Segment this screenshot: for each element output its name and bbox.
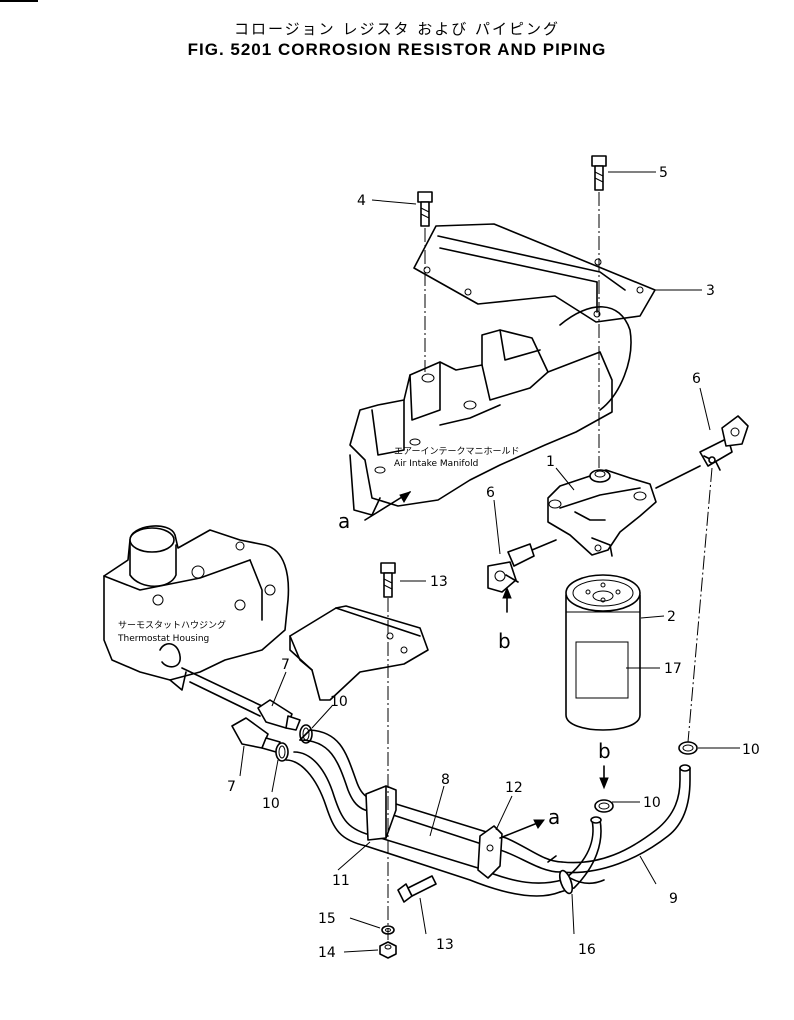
bolt-4 [417,191,433,227]
part-number-4: 4 [357,193,366,209]
hose-clamp-lower-left [275,742,289,762]
connector-lower [231,717,281,753]
part-number-6-right: 6 [692,371,701,387]
part-number-6-left: 6 [486,485,495,501]
thermostat-label-en: Thermostat Housing [117,634,209,644]
part-number-5: 5 [659,165,668,181]
part-number-13-top: 13 [430,574,448,590]
corrosion-resistor-bracket [413,223,656,323]
hose-holder [365,785,397,841]
filter-cartridge [565,574,641,731]
part-number-9: 9 [669,891,678,907]
bolt-13-upper [380,562,396,598]
hose-clamp-middle [594,799,614,813]
hose-clamp-16 [558,869,574,895]
part-number-13-bottom: 13 [436,937,454,953]
part-number-10-c: 10 [742,742,760,758]
part-number-10-b: 10 [262,796,280,812]
bolt-13-lower [397,875,437,903]
part-number-17: 17 [664,661,682,677]
fitting-left [487,539,557,613]
ref-letter-b-hose: b [598,739,611,763]
leader-lines [239,171,740,953]
bracket-12 [477,819,545,879]
assembly-centerlines [387,192,713,940]
air-intake-manifold [349,306,632,521]
part-number-7-lower: 7 [227,779,236,795]
part-number-7-upper: 7 [281,657,290,673]
part-number-14: 14 [318,945,336,961]
part-number-1: 1 [546,454,555,470]
corrosion-resistor-head [547,469,657,557]
fitting-right [655,415,749,489]
ref-letter-a-bracket: a [548,805,560,829]
part-number-3: 3 [706,283,715,299]
hose-bracket-upper [289,605,429,701]
filter-outlet-hose [547,765,609,893]
coolant-hose-8 [299,729,563,873]
thermostat-label-jp: サーモスタットハウジング [118,619,226,631]
ref-letter-a-manifold: a [338,509,350,533]
title-japanese: コロージョン レジスタ および パイピング [233,20,560,38]
part-number-12: 12 [505,780,523,796]
part-number-10-a: 10 [330,694,348,710]
title-english: FIG. 5201 CORROSION RESISTOR AND PIPING [187,40,607,59]
part-number-11: 11 [332,873,350,889]
ref-letter-b-fitting: b [498,629,511,653]
connector-upper [181,667,301,731]
part-number-8: 8 [441,772,450,788]
hose-clamp-right [678,741,698,755]
manifold-label-en: Air Intake Manifold [394,459,478,469]
coolant-hose-11 [285,751,563,897]
part-number-16: 16 [578,942,596,958]
part-number-15: 15 [318,911,336,927]
thermostat-housing [103,525,290,691]
part-number-10-d: 10 [643,795,661,811]
manifold-label-jp: エアーインテークマニホールド [394,446,519,457]
part-number-2: 2 [667,609,676,625]
nut-14 [379,941,397,959]
bolt-5 [591,155,607,191]
